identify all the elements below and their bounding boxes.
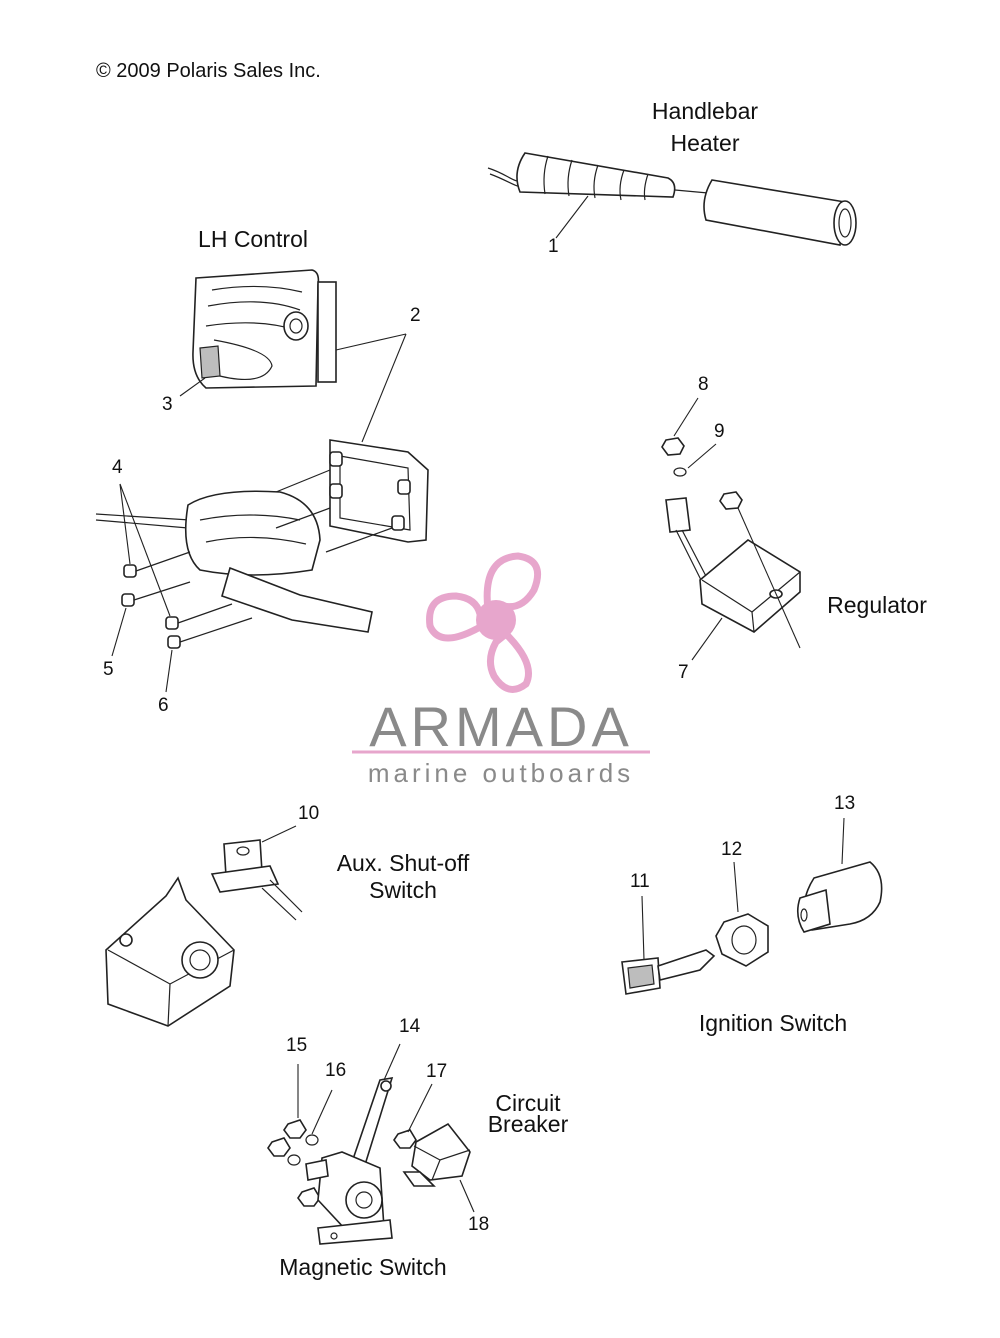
section-title-handlebar-heater: Handlebar Heater	[620, 98, 790, 157]
section-title-ignition-switch: Ignition Switch	[698, 1010, 848, 1036]
copyright-notice: © 2009 Polaris Sales Inc.	[96, 60, 321, 82]
callout-9: 9	[714, 421, 725, 442]
callout-3: 3	[162, 394, 173, 415]
callout-6: 6	[158, 695, 169, 716]
callout-14: 14	[399, 1016, 421, 1037]
callout-18: 18	[468, 1214, 490, 1235]
section-title-magnetic-switch: Magnetic Switch	[279, 1254, 447, 1280]
section-title-line: Switch	[369, 877, 437, 903]
aux-shutoff-switch-part	[105, 825, 303, 1027]
propeller-icon	[426, 552, 541, 693]
propeller-blade-3	[487, 629, 532, 693]
lh-control-lever-assembly	[95, 439, 429, 693]
callout-7: 7	[678, 662, 689, 683]
section-title-line: Breaker	[487, 1111, 569, 1137]
section-title-line: Heater	[670, 130, 740, 156]
lh-control-housing	[179, 269, 407, 443]
ignition-switch-parts	[621, 817, 883, 995]
watermark-tagline: marine outboards	[367, 758, 635, 788]
section-title-line: Aux. Shut-off	[336, 850, 470, 876]
section-title-aux-shutoff-switch: Aux. Shut-off Switch	[318, 850, 488, 904]
callout-10: 10	[298, 803, 320, 824]
magnetic-switch-part	[267, 1043, 401, 1245]
callout-13: 13	[834, 793, 856, 814]
callout-2: 2	[410, 305, 421, 326]
propeller-blade-1	[483, 552, 541, 615]
section-title-line: Handlebar	[651, 98, 759, 124]
section-title-circuit-breaker: Circuit Breaker	[478, 1090, 578, 1137]
propeller-blade-2	[426, 592, 486, 642]
callout-12: 12	[721, 839, 743, 860]
regulator-part	[661, 397, 801, 661]
section-title-lh-control: LH Control	[198, 226, 308, 252]
callout-16: 16	[325, 1060, 347, 1081]
callout-15: 15	[286, 1035, 308, 1056]
callout-17: 17	[426, 1061, 448, 1082]
callout-5: 5	[103, 659, 114, 680]
handlebar-heater-part	[487, 152, 857, 246]
section-title-regulator: Regulator	[827, 592, 927, 618]
circuit-breaker-part	[393, 1083, 475, 1213]
callout-4: 4	[112, 457, 123, 478]
watermark-brand-name: ARMADA	[369, 695, 633, 758]
section-title-line: Circuit	[495, 1090, 561, 1116]
callout-11: 11	[630, 871, 650, 892]
callout-1: 1	[548, 236, 559, 257]
callout-8: 8	[698, 374, 709, 395]
propeller-hub	[476, 600, 516, 640]
